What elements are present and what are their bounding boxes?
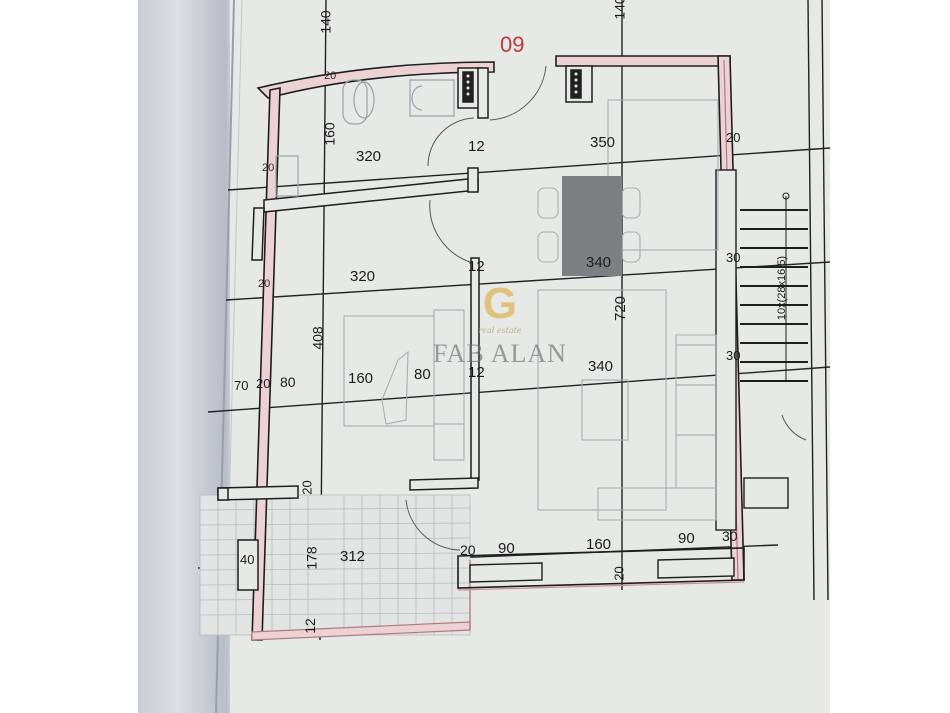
dim-bottom-30: 30 [722, 528, 738, 544]
dim-bedroom-depth: 408 [309, 326, 326, 350]
door-swings [405, 65, 807, 551]
dim-wall-30-right-b: 30 [726, 348, 741, 363]
dim-wall-20-top-right: 20 [726, 130, 741, 145]
dim-wall-20-top-left: 20 [324, 70, 337, 82]
exterior-walls [251, 55, 789, 641]
dim-wall-30-right-a: 30 [726, 250, 741, 265]
unit-number-label: 09 [500, 32, 525, 57]
dim-bedroom-row-12: 12 [468, 364, 485, 381]
dim-balcony-width: 312 [340, 548, 366, 565]
dim-balcony-depth: 178 [303, 546, 320, 570]
dim-hall-width: 320 [350, 268, 376, 285]
bathroom-fixtures [275, 79, 455, 197]
floor-plan-photo: 09 140 140 320 160 12 350 20 320 12 340 … [138, 0, 830, 713]
dim-bath-width: 320 [356, 148, 382, 165]
dim-balcony-pier: 40 [240, 552, 255, 567]
dim-bath-depth: 160 [321, 122, 338, 146]
dim-top-left-vertical: 140 [317, 10, 334, 34]
dim-wall-20-left-b: 20 [258, 278, 271, 290]
dim-wall-12-c: 12 [301, 618, 318, 634]
interior-walls [217, 65, 593, 591]
dining-table [562, 176, 622, 276]
watermark: G real estate FAB ALAN [400, 282, 600, 369]
stairs-label: 10x(28x16.5) [776, 255, 789, 321]
dim-bottom-90a: 90 [498, 540, 515, 557]
plan-sheet: 09 140 140 320 160 12 350 20 320 12 340 … [138, 0, 830, 713]
dim-bottom-160: 160 [586, 536, 612, 553]
watermark-brand: FAB ALAN [433, 339, 567, 368]
dim-wall-12-a: 12 [468, 138, 485, 155]
dim-bedroom-row-80a: 80 [280, 374, 296, 390]
dim-living-depth: 720 [612, 295, 630, 322]
stairs-start-marker [782, 192, 790, 200]
dim-wall-20-balcony: 20 [299, 480, 315, 495]
dim-wall-20-left-a: 20 [262, 162, 275, 174]
dim-bedroom-row-70: 70 [234, 378, 249, 393]
dim-bottom-90b: 90 [678, 530, 695, 547]
bedroom-furniture [343, 309, 465, 461]
dim-living-width-lower: 340 [588, 358, 614, 375]
dim-wall-12-b: 12 [468, 258, 485, 275]
stairs [740, 196, 808, 382]
dim-bedroom-row-160: 160 [348, 370, 374, 387]
dim-kitchen-width: 350 [590, 134, 616, 151]
living-furniture [537, 99, 719, 521]
dim-living-width-upper: 340 [586, 254, 612, 271]
dim-bottom-20: 20 [460, 542, 476, 558]
watermark-logo-icon: G [482, 279, 518, 328]
dim-bedroom-row-20: 20 [256, 376, 271, 391]
dim-top-right-vertical: 140 [611, 0, 628, 20]
dim-bedroom-row-80b: 80 [414, 366, 431, 383]
dim-bottom-wall: 20 [611, 566, 627, 581]
watermark-tagline: real estate [478, 326, 522, 335]
